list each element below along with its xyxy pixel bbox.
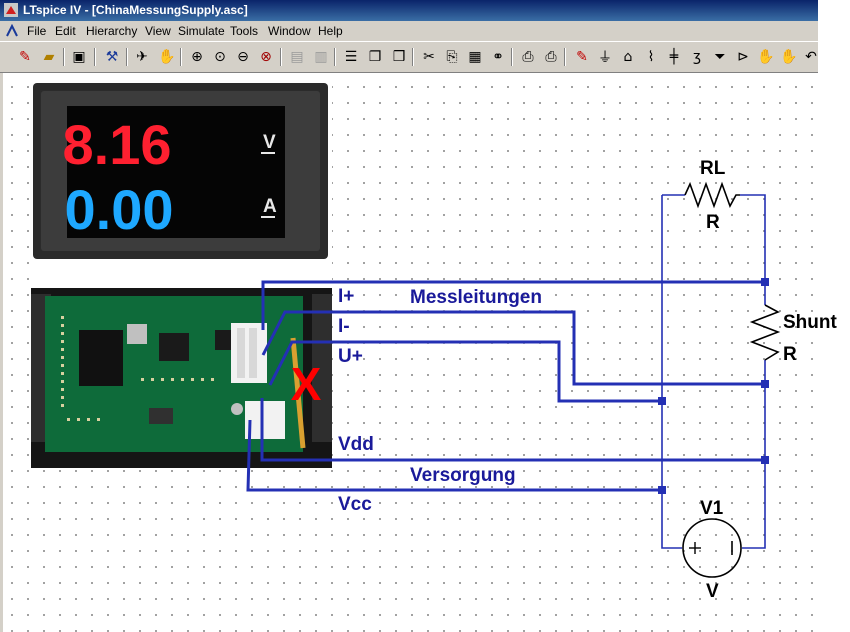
cascade-windows-icon[interactable]: ❐ [368,49,382,65]
zoom-in-icon[interactable]: ⊕ [191,49,203,65]
rl-value-label: R [706,212,720,233]
wire-i-plus [261,280,765,330]
menu-help[interactable]: Help [318,24,343,38]
label-versorgung: Versorgung [410,465,516,486]
menu-tools[interactable]: Tools [230,24,259,38]
canvas-border [0,73,3,632]
junctions [658,278,769,494]
label-net-icon[interactable]: ⌂ [623,49,633,65]
meter-photo: 8.16 0.00 V A [31,78,332,468]
label-messleitungen: Messleitungen [410,287,542,308]
drag-hand-icon[interactable]: ✋ [780,49,798,65]
meter-photo-art: 8.16 0.00 V A [31,83,332,468]
print-preview-icon[interactable]: ⎙ [522,49,534,65]
meter-screen [67,106,285,238]
title-bar: LTspice IV - [ChinaMessungSupply.asc] [0,0,818,21]
delete-traces-icon[interactable]: ▥ [314,49,328,65]
menu-hierarchy[interactable]: Hierarchy [86,24,138,38]
run-simulation-icon[interactable]: ✈ [136,49,148,65]
schematic-doc-icon[interactable] [5,24,19,38]
pcb-chip [79,330,123,386]
zoom-out-icon[interactable]: ⊖ [237,49,249,65]
label-vdd: Vdd [338,434,374,455]
pcb-shunt-wire [290,337,306,449]
shunt-name-label: Shunt [783,312,837,333]
wire-vdd [260,398,765,462]
capacitor-icon[interactable]: ╪ [669,49,679,65]
menu-window[interactable]: Window [268,24,311,38]
v1-name-label: V1 [700,498,724,519]
voltage-source-v1[interactable] [682,518,742,578]
tile-horizontal-icon[interactable]: ☰ [344,49,358,65]
wire-rl-right [740,194,766,305]
control-panel-icon[interactable]: ⚒ [105,49,119,65]
autorange-icon[interactable]: ▤ [290,49,304,65]
voltage-reading: 8.16 [63,113,172,176]
draw-wire-icon[interactable]: ✎ [576,49,588,65]
voltage-unit-label: V [263,132,276,153]
wires [246,280,765,492]
cross-mark: X [291,358,322,410]
current-reading: 0.00 [65,178,174,241]
menu-edit[interactable]: Edit [55,24,76,38]
find-binoculars-icon[interactable]: ⚭ [492,49,504,65]
toolbar: ✎ ▰ ▣ ⚒ ✈ ✋ ⊕ ⊙ ⊖ ⊗ ▤ ▥ ☰ ❐ ❒ ✂ ⎘ ▦ ⚭ ⎙ … [0,41,818,73]
copy-icon[interactable]: ⎘ [446,49,458,65]
v1-value-label: V [706,581,719,602]
label-i-minus: I- [338,316,350,337]
window-edge [818,0,850,632]
current-unit-label: A [263,196,277,217]
label-u-plus: U+ [338,346,363,367]
wire-right-rail [742,360,766,549]
ltspice-app-icon[interactable] [4,3,18,17]
pan-icon[interactable]: ⊙ [214,49,226,65]
label-i-plus: I+ [338,286,354,307]
move-hand-icon[interactable]: ✋ [757,49,775,65]
diode-icon[interactable]: ⏷ [714,49,726,65]
halt-hand-icon[interactable]: ✋ [158,49,176,65]
menu-view[interactable]: View [145,24,171,38]
new-schematic-icon[interactable]: ✎ [19,49,31,65]
circuit-wires [661,194,766,549]
menu-file[interactable]: File [27,24,47,38]
resistor-rl[interactable] [684,181,740,209]
pcb-connector-power [245,401,285,439]
ground-icon[interactable]: ⏚ [598,50,612,66]
window-title: LTspice IV - [ChinaMessungSupply.asc] [23,3,248,17]
label-vcc: Vcc [338,494,372,515]
wire-u-plus [268,340,662,403]
cut-icon[interactable]: ✂ [423,49,435,65]
component-icon[interactable]: ⊳ [737,49,749,65]
zoom-fit-icon[interactable]: ⊗ [260,49,272,65]
wire-vcc [246,419,662,492]
resistor-icon[interactable]: ⌇ [647,49,655,65]
open-folder-icon[interactable]: ▰ [43,49,55,65]
paste-icon[interactable]: ▦ [468,49,482,65]
wire-i-minus [261,310,765,386]
tile-vertical-icon[interactable]: ❒ [392,49,406,65]
inductor-icon[interactable]: ʒ [692,49,702,65]
menu-bar: File Edit Hierarchy View Simulate Tools … [0,21,818,41]
wire-left-rail [661,195,682,549]
save-icon[interactable]: ▣ [72,49,86,65]
rl-name-label: RL [700,158,726,179]
resistor-shunt[interactable] [749,304,781,361]
print-icon[interactable]: ⎙ [545,49,557,65]
shunt-value-label: R [783,344,797,365]
menu-simulate[interactable]: Simulate [178,24,225,38]
undo-icon[interactable]: ↶ [805,49,817,65]
